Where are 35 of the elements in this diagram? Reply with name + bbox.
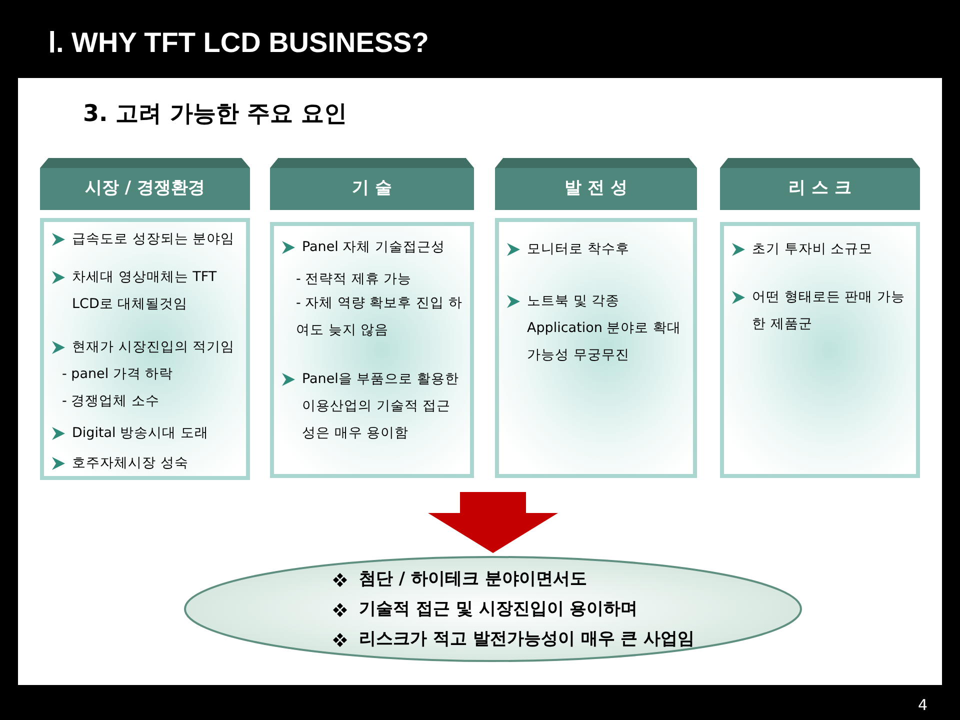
column-header-bar	[270, 158, 474, 210]
sub-item-text: - 자체 역량 확보후 진입 하여도 늦지 않음	[296, 294, 464, 340]
column-heading: 기 술	[351, 177, 393, 199]
column-heading: 시장 / 경쟁환경	[84, 177, 206, 199]
sub-item-text: - panel 가격 하락	[62, 365, 174, 384]
content-panel	[495, 218, 697, 478]
page-number: 4	[918, 696, 928, 714]
column-heading: 발 전 성	[564, 177, 628, 199]
bullet-text: 급속도로 성장되는 분야임	[72, 230, 236, 249]
column-header-bar	[495, 158, 697, 210]
column-header-bar	[40, 158, 250, 210]
summary-text: 첨단 / 하이테크 분야이면서도	[359, 568, 587, 590]
column-header-bar	[720, 158, 920, 210]
content-panel	[40, 218, 250, 480]
sub-item-text: - 경쟁업체 소수	[62, 392, 160, 411]
content-panel	[270, 222, 474, 478]
bullet-text: Panel 자체 기술접근성	[302, 238, 446, 257]
bullet-text: 노트북 및 각종 Application 분야로 확대가능성 무궁무진	[527, 292, 682, 365]
column-heading: 리 스 크	[788, 177, 852, 199]
content-panel	[720, 222, 920, 478]
sub-item-text: - 전략적 제휴 가능	[296, 270, 413, 289]
slide-title: Ⅰ. WHY TFT LCD BUSINESS?	[48, 26, 429, 59]
bullet-text: 현재가 시장진입의 적기임	[72, 338, 236, 357]
bullet-text: 모니터로 착수후	[527, 240, 630, 259]
bullet-text: 호주자체시장 성숙	[72, 454, 190, 473]
bullet-text: 차세대 영상매체는 TFT LCD로 대체될것임	[72, 268, 218, 314]
bullet-text: Digital 방송시대 도래	[72, 424, 210, 443]
block-arrow	[428, 492, 558, 553]
bullet-text: 어떤 형태로든 판매 가능한 제품군	[752, 288, 906, 334]
bullet-text: 초기 투자비 소규모	[752, 240, 874, 259]
summary-ellipse	[183, 555, 803, 663]
summary-text: 리스크가 적고 발전가능성이 매우 큰 사업임	[359, 628, 695, 650]
summary-text: 기술적 접근 및 시장진입이 용이하며	[359, 598, 638, 620]
section-heading: 3. 고려 가능한 주요 요인	[83, 100, 347, 129]
bullet-text: Panel을 부품으로 활용한 이용산업의 기술적 접근성은 매우 용이함	[302, 370, 460, 443]
